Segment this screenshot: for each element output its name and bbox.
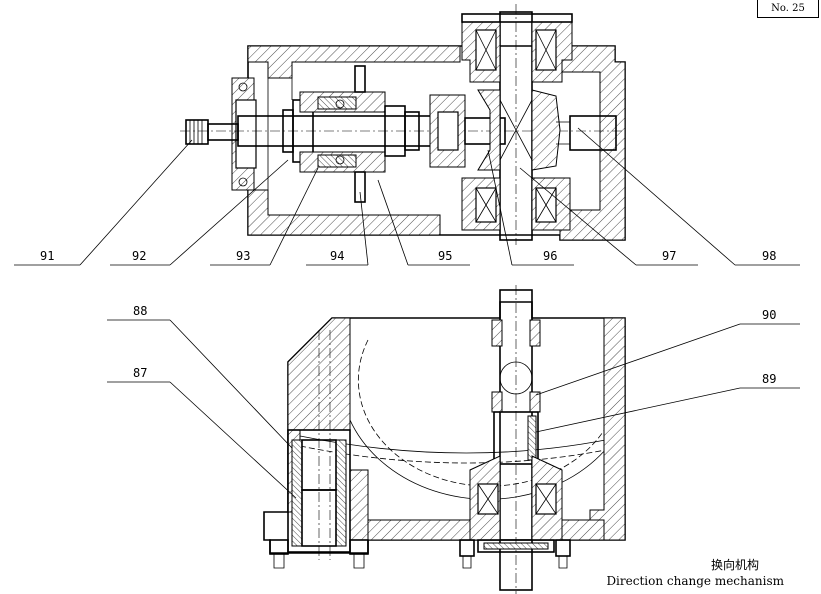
caption-chinese: 换向机构 <box>710 558 759 572</box>
callout-93: 93 <box>236 249 250 263</box>
callout-96: 96 <box>543 249 557 263</box>
callout-89: 89 <box>762 372 776 386</box>
callout-97: 97 <box>662 249 676 263</box>
callout-91: 91 <box>40 249 54 263</box>
callout-95: 95 <box>438 249 452 263</box>
callout-92: 92 <box>132 249 146 263</box>
bottom-assembly-view <box>263 285 626 594</box>
callout-98: 98 <box>762 249 776 263</box>
caption-english: Direction change mechanism <box>606 574 784 588</box>
top-assembly-view <box>180 4 626 245</box>
top-callouts: 91 92 93 94 95 96 97 98 <box>14 127 800 266</box>
callout-90: 90 <box>762 308 776 322</box>
page-number: No. 25 <box>757 0 819 18</box>
callout-88: 88 <box>133 304 147 318</box>
callout-94: 94 <box>330 249 344 263</box>
callout-87: 87 <box>133 366 147 380</box>
bottom-callouts: 88 87 90 89 <box>107 304 800 499</box>
